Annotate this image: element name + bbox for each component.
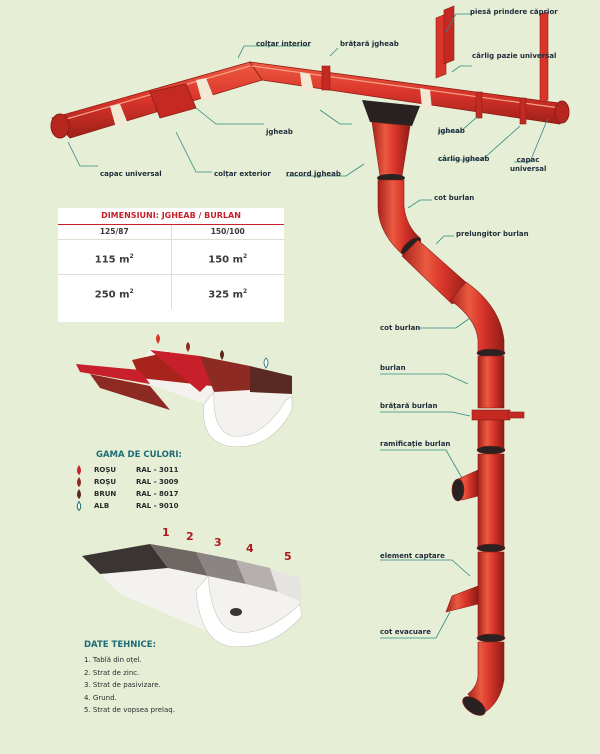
label-prelungitor-burlan: prelungitor burlan <box>456 230 529 238</box>
list-item: 4. Grund. <box>84 693 117 702</box>
layer-number: 3 <box>214 536 222 549</box>
droplet-icon <box>72 465 86 475</box>
technical-data: DATE TEHNICE: 1. Tablă din oțel. 2. Stra… <box>84 640 284 717</box>
rafter-bracket <box>435 13 447 79</box>
table-header-cell: 150/100 <box>210 227 245 236</box>
layer-number: 1 <box>162 526 170 539</box>
droplet-icon <box>72 489 86 499</box>
list-item: 5. Strat de vopsea prelaq. <box>84 706 175 714</box>
table-cell: 150 m2 <box>208 253 248 266</box>
label-jgheab-right: jgheab <box>438 127 465 135</box>
gutter-bracket <box>321 65 331 91</box>
label-coltar-exterior: colțar exterior <box>214 170 271 178</box>
technical-data-title: DATE TEHNICE: <box>84 640 156 650</box>
pipe-branch <box>477 453 505 547</box>
table-row: 115 m2 150 m2 <box>58 240 284 275</box>
end-cap-left <box>50 113 70 139</box>
label-cot-evacuare: cot evacuare <box>380 628 431 636</box>
color-name: ROȘU <box>94 466 117 474</box>
label-carlig-pazie: cârlig pazie universal <box>472 52 557 60</box>
gutter-outlet <box>362 100 420 182</box>
label-cot-burlan-mid: cot burlan <box>380 324 421 332</box>
color-range-title: GAMA DE CULORI: <box>96 450 182 460</box>
label-element-captare: element captare <box>380 552 445 560</box>
list-item: 3. Strat de pasivizare. <box>84 681 161 689</box>
table-row: 250 m2 325 m2 <box>58 275 284 309</box>
droplet-icon <box>72 501 86 511</box>
list-item: ROȘU RAL - 3009 <box>72 476 222 488</box>
list-item: ALB RAL - 9010 <box>72 500 222 512</box>
label-carlig-jgheab: cârlig jgheab <box>438 155 490 163</box>
label-piesa-prindere: piesă prindere căprior <box>470 8 558 16</box>
color-code: RAL - 8017 <box>136 490 179 498</box>
label-burlan: burlan <box>380 364 406 372</box>
list-item: 2. Strat de zinc. <box>84 668 140 677</box>
downpipe <box>377 179 525 716</box>
layer-number: 4 <box>246 542 254 555</box>
label-coltar-interior: colțar interior <box>256 40 311 48</box>
label-cot-burlan-top: cot burlan <box>434 194 475 202</box>
dimensions-table: DIMENSIUNI: JGHEAB / BURLAN 125/87 150/1… <box>58 208 284 322</box>
label-capac-universal-left: capac universal <box>100 170 162 178</box>
list-item: 1. Tablă din oțel. <box>84 656 142 664</box>
table-cell: 115 m2 <box>58 240 172 274</box>
layer-number: 2 <box>186 530 194 543</box>
list-item: ROȘU RAL - 3011 <box>72 464 222 476</box>
dimensions-title: DIMENSIUNI: JGHEAB / BURLAN <box>58 208 284 225</box>
table-cell: 325 m2 <box>208 288 248 301</box>
color-section-illustration <box>76 334 293 448</box>
label-bratara-burlan: brățară burlan <box>380 402 438 410</box>
label-ramificatie-burlan: ramificație burlan <box>380 440 451 448</box>
color-name: ALB <box>94 502 110 510</box>
gutter-run <box>50 5 570 139</box>
table-header-cell: 125/87 <box>58 225 172 239</box>
color-range: GAMA DE CULORI: ROȘU RAL - 3011 ROȘU RAL… <box>72 450 222 512</box>
end-cap-right <box>554 100 570 124</box>
label-capac-universal-right: capac universal <box>510 156 547 173</box>
leader-lines <box>67 13 549 639</box>
color-name: ROȘU <box>94 478 117 486</box>
layers-illustration <box>82 544 303 648</box>
label-bratara-jgheab: brățară jgheab <box>340 40 399 48</box>
rain-collector <box>477 551 505 637</box>
color-name: BRUN <box>94 490 117 498</box>
table-cell: 250 m2 <box>58 275 172 309</box>
color-code: RAL - 3009 <box>136 478 179 486</box>
list-item: BRUN RAL - 8017 <box>72 488 222 500</box>
label-jgheab-left: jgheab <box>266 128 293 136</box>
layer-number: 5 <box>284 550 292 563</box>
droplet-icon <box>72 477 86 487</box>
color-code: RAL - 9010 <box>136 502 179 510</box>
pipe-bracket <box>471 409 511 421</box>
label-racord-jgheab: racord jgheab <box>286 170 341 178</box>
color-code: RAL - 3011 <box>136 466 179 474</box>
table-header-row: 125/87 150/100 <box>58 225 284 240</box>
